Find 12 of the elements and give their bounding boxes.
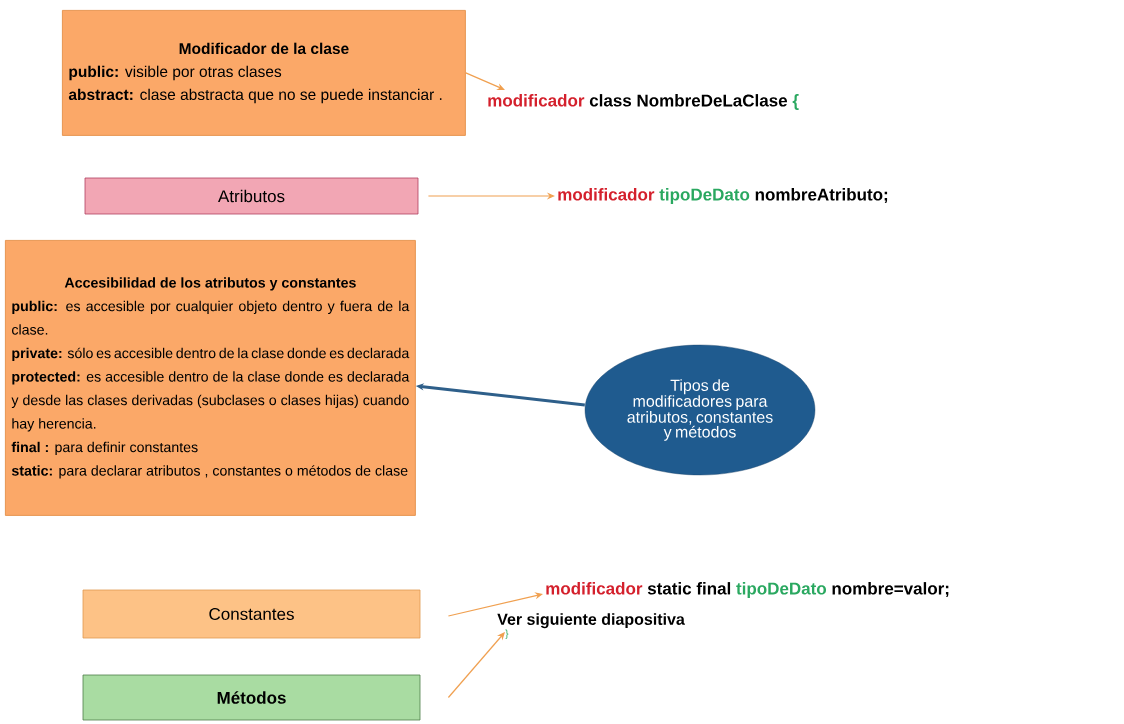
code-line: modificador static final tipoDeDato nombre=valor; (546, 582, 949, 598)
info-box: Accesibilidad de los atributos y constantes public: es accesible por cualquier objeto dentro y fuera de la clase. private: sólo es accesible dentro de la clase donde es declarada protected: es accesible dentro de la clase donde es declarada y desde las clases derivadas (subclases o clases hijas) cuando hay herencia. final : para definir constantes static: para declarar atributos , constantes o métodos de clase (5, 240, 416, 516)
code-line: modificador tipoDeDato nombreAtributo; (558, 188, 888, 204)
arrow (465, 72, 505, 90)
process-box: Métodos (82, 674, 421, 721)
code-line: modificador class NombreDeLaClase { (488, 94, 799, 110)
arrow (447, 632, 505, 699)
process-box: Constantes (82, 589, 421, 639)
arrow (447, 592, 543, 617)
info-box: Modificador de la clase public: visible por otras clases abstract: clase abstracta que no se puede instanciar . (62, 10, 466, 136)
process-box: Atributos (84, 177, 419, 215)
note-text: Ver siguiente diapositiva } (497, 613, 685, 639)
